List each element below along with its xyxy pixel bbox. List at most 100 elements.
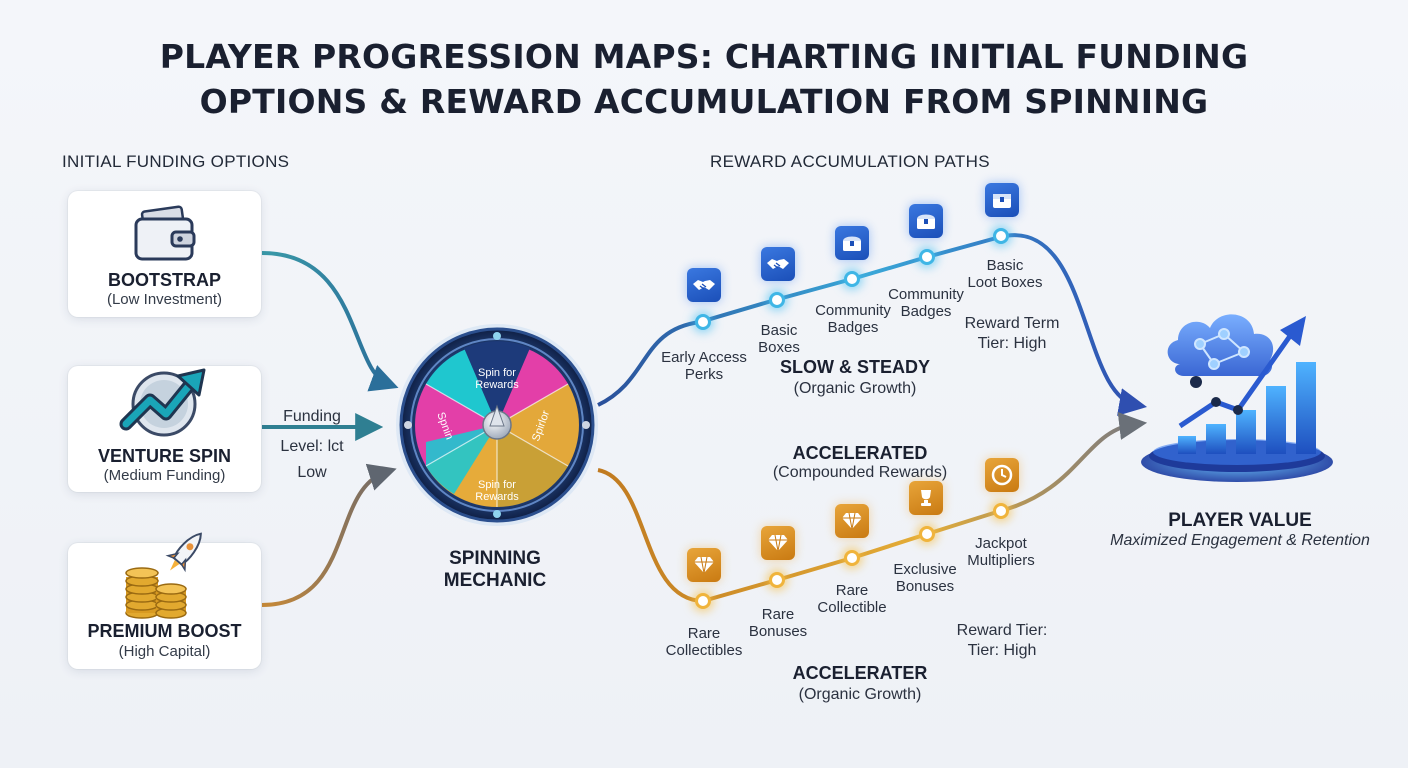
diamond-icon [761,526,795,560]
upper-tier-label: Reward Term Tier: High [950,314,1074,354]
upper-node-5 [993,228,1009,244]
wheel-segment-top-line2: Rewards [475,379,519,391]
upper-node-1-line2: Perks [684,366,724,383]
title-line-1: PLAYER PROGRESSION MAPS: CHARTING INITIA… [159,37,1249,76]
lower-node-4 [919,526,935,542]
funding-heading: INITIAL FUNDING OPTIONS [62,152,290,171]
growth-arrow-icon [1178,334,1293,429]
title-line-2: OPTIONS & REWARD ACCUMULATION FROM SPINN… [199,82,1209,121]
upper-node-4-line1: Community [888,286,964,303]
lower-node-3-line2: Collectible [817,599,887,616]
coins-rocket-icon [125,532,202,619]
spinning-mechanic-label: SPINNING MECHANIC [420,548,570,592]
upper-node-2-label: Basic Boxes [740,322,818,356]
lower-node-5-line2: Multipliers [967,552,1035,569]
premium-boost-card[interactable]: PREMIUM BOOST (High Capital) [68,532,261,669]
clock-icon [985,458,1019,492]
player-value-subtitle: Maximized Engagement & Retention [1110,532,1370,549]
bootstrap-card[interactable]: BOOTSTRAP (Low Investment) [68,191,261,317]
lower-tier-line1: Reward Tier: [956,622,1048,639]
venture-spin-title: VENTURE SPIN [97,446,232,466]
funding-level-line-1: Funding [283,408,341,425]
upper-node-3-line1: Community [815,302,891,319]
premium-connector [261,463,397,607]
accelerated-desc: (Compounded Rewards) [772,464,948,481]
upper-node-2 [769,292,785,308]
network-nodes-icon [1194,328,1250,370]
upper-node-4-label: Community Badges [880,286,972,320]
bar-chart-icon [1178,362,1316,454]
lower-node-1-line1: Rare [687,625,721,642]
player-value-illustration [1141,314,1333,482]
lower-node-3 [844,550,860,566]
lower-tier-line2: Tier: High [967,642,1037,659]
slow-steady-title: SLOW & STEADY [779,357,930,377]
lower-node-4-line2: Bonuses [895,578,955,595]
lower-node-3-label: Rare Collectible [806,582,898,616]
venture-spin-card[interactable]: VENTURE SPIN (Medium Funding) [68,366,261,492]
premium-boost-subtitle: (High Capital) [118,643,211,660]
accelerater-title: ACCELERATER [792,663,928,683]
upper-node-3-label: Community Badges [808,302,898,336]
spin-wheel[interactable]: Spin for Rewards Spin for Rewards Spirlo… [394,322,600,528]
premium-boost-title: PREMIUM BOOST [87,621,242,641]
funding-level-line-2: Level: lct [280,438,344,455]
lower-node-5 [993,503,1009,519]
upper-node-3-line2: Badges [827,319,879,336]
spinning-mechanic-line-1: SPINNING [449,548,541,569]
wheel-segment-top-line1: Spin for [478,367,516,379]
chest-icon [909,204,943,238]
upper-tier-line1: Reward Term [964,315,1060,332]
trophy-icon [909,481,943,515]
lower-node-1-line2: Collectibles [665,642,743,659]
diamond-icon [687,548,721,582]
page-title: PLAYER PROGRESSION MAPS: CHARTING INITIA… [0,34,1408,124]
spinning-mechanic-line-2: MECHANIC [443,570,547,591]
rewards-heading: REWARD ACCUMULATION PATHS [710,152,990,171]
accelerater-desc: (Organic Growth) [798,686,922,703]
trending-up-icon [119,368,206,437]
upper-node-1 [695,314,711,330]
upper-tier-line2: Tier: High [977,335,1047,352]
upper-node-4-line2: Badges [900,303,952,320]
chest-icon [835,226,869,260]
upper-node-4 [919,249,935,265]
lower-node-5-label: Jackpot Multipliers [955,535,1047,569]
cloud-icon [1167,314,1274,377]
wheel-segment-bottom-line1: Spin for [478,479,516,491]
lower-node-4-label: Exclusive Bonuses [880,561,970,595]
funding-level-line-3: Low [297,464,327,481]
wheel-segment-bottom-line2: Rewards [475,491,519,503]
upper-node-1-label: Early Access Perks [650,349,758,383]
venture-spin-subtitle: (Medium Funding) [103,467,226,484]
lower-node-5-line1: Jackpot [975,535,1027,552]
bootstrap-subtitle: (Low Investment) [106,291,223,308]
upper-node-2-line1: Basic [760,322,798,339]
upper-node-5-line2: Loot Boxes [967,274,1043,291]
player-value-title: PLAYER VALUE [1168,510,1312,531]
handshake-icon [687,268,721,302]
slow-steady-desc: (Organic Growth) [793,380,917,397]
upper-node-5-label: Basic Loot Boxes [960,257,1050,291]
upper-node-2-line2: Boxes [758,339,800,356]
lower-node-2 [769,572,785,588]
upper-node-3 [844,271,860,287]
wheel-pegs [404,332,590,518]
funding-level-label: Funding Level: lct Low [272,404,352,486]
wheel-segments [415,341,579,507]
accelerated-title: ACCELERATED [792,443,928,463]
lower-node-1 [695,593,711,609]
handshake-icon [761,247,795,281]
lower-node-2-line2: Bonuses [748,623,808,640]
bootstrap-connector [261,251,399,392]
lower-node-1-label: Rare Collectibles [654,625,754,659]
lower-node-2-line1: Rare [761,606,795,623]
lower-node-4-line1: Exclusive [893,561,957,578]
bootstrap-title: BOOTSTRAP [107,270,221,290]
box-icon [985,183,1019,217]
upper-node-1-line1: Early Access [661,349,747,366]
lower-node-2-label: Rare Bonuses [738,606,818,640]
diamond-icon [835,504,869,538]
lower-tier-label: Reward Tier: Tier: High [940,621,1064,661]
wallet-icon [134,205,196,261]
